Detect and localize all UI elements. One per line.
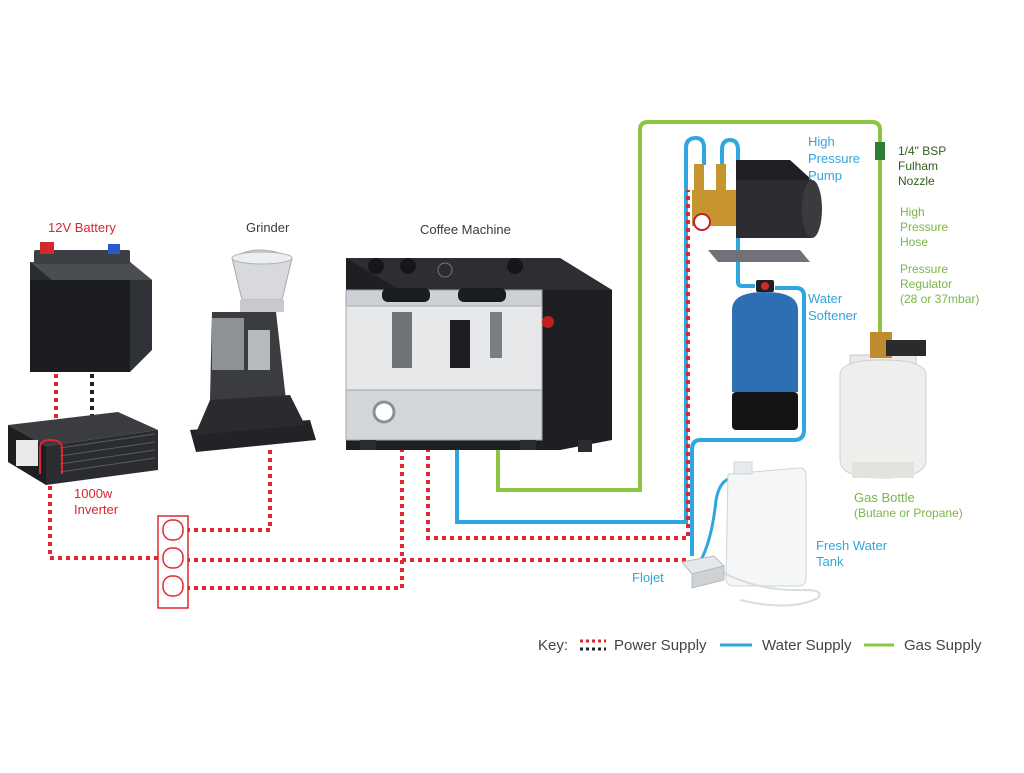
label-hose-line3: Hose: [900, 235, 929, 249]
label-pump-line1: High: [808, 134, 835, 149]
key-power-label: Power Supply: [614, 637, 707, 654]
nozzle-marker: [875, 142, 885, 160]
water-tank-icon: [721, 461, 821, 607]
label-regulator-line3: (28 or 37mbar): [900, 292, 980, 306]
power-line-pump: [426, 190, 690, 540]
label-gas-bottle-line2: (Butane or Propane): [854, 506, 963, 520]
power-line-grinder: [186, 450, 272, 532]
inverter-icon: [8, 412, 158, 485]
water-supply-line-pump-softener: [720, 137, 755, 288]
battery-icon: [30, 242, 152, 372]
label-nozzle-line3: Nozzle: [898, 174, 935, 188]
power-line-inverter-strip: [48, 470, 160, 560]
label-coffee-machine: Coffee Machine: [420, 222, 511, 237]
key-swatches: [580, 639, 894, 651]
label-hose-line1: High: [900, 205, 925, 219]
label-grinder: Grinder: [246, 220, 290, 235]
label-softener-line1: Water: [808, 291, 843, 306]
key-water-label: Water Supply: [762, 637, 852, 654]
label-pump-line2: Pressure: [808, 151, 861, 166]
label-regulator-line2: Regulator: [900, 277, 953, 291]
coffee-machine-icon: [345, 258, 612, 452]
label-tank-line2: Tank: [816, 554, 844, 569]
label-nozzle-line2: Fulham: [898, 159, 939, 173]
label-battery: 12V Battery: [48, 220, 116, 235]
water-supply-line-softener-out: [690, 286, 806, 556]
label-gas-bottle-line1: Gas Bottle: [854, 490, 915, 505]
label-inverter-line2: Inverter: [74, 502, 119, 517]
water-softener-icon: [732, 280, 798, 430]
label-flojet: Flojet: [632, 570, 664, 585]
water-supply-line-main: [455, 135, 706, 524]
grinder-icon: [190, 249, 316, 452]
gas-bottle-icon: [839, 332, 927, 479]
flojet-icon: [681, 555, 725, 589]
key-title: Key:: [538, 637, 569, 654]
label-tank-line1: Fresh Water: [816, 538, 888, 553]
label-nozzle-line1: 1/4" BSP: [898, 144, 947, 158]
label-pump-line3: Pump: [808, 168, 842, 183]
power-strip: [157, 515, 189, 609]
label-regulator-line1: Pressure: [900, 262, 949, 276]
power-line-machine: [186, 440, 404, 590]
gas-supply-line: [496, 120, 882, 492]
pump-icon: [692, 160, 822, 262]
water-supply-line-tank: [698, 476, 735, 563]
key-gas-label: Gas Supply: [904, 637, 982, 654]
label-inverter-line1: 1000w: [74, 486, 113, 501]
label-hose-line2: Pressure: [900, 220, 949, 234]
label-softener-line2: Softener: [808, 308, 858, 323]
